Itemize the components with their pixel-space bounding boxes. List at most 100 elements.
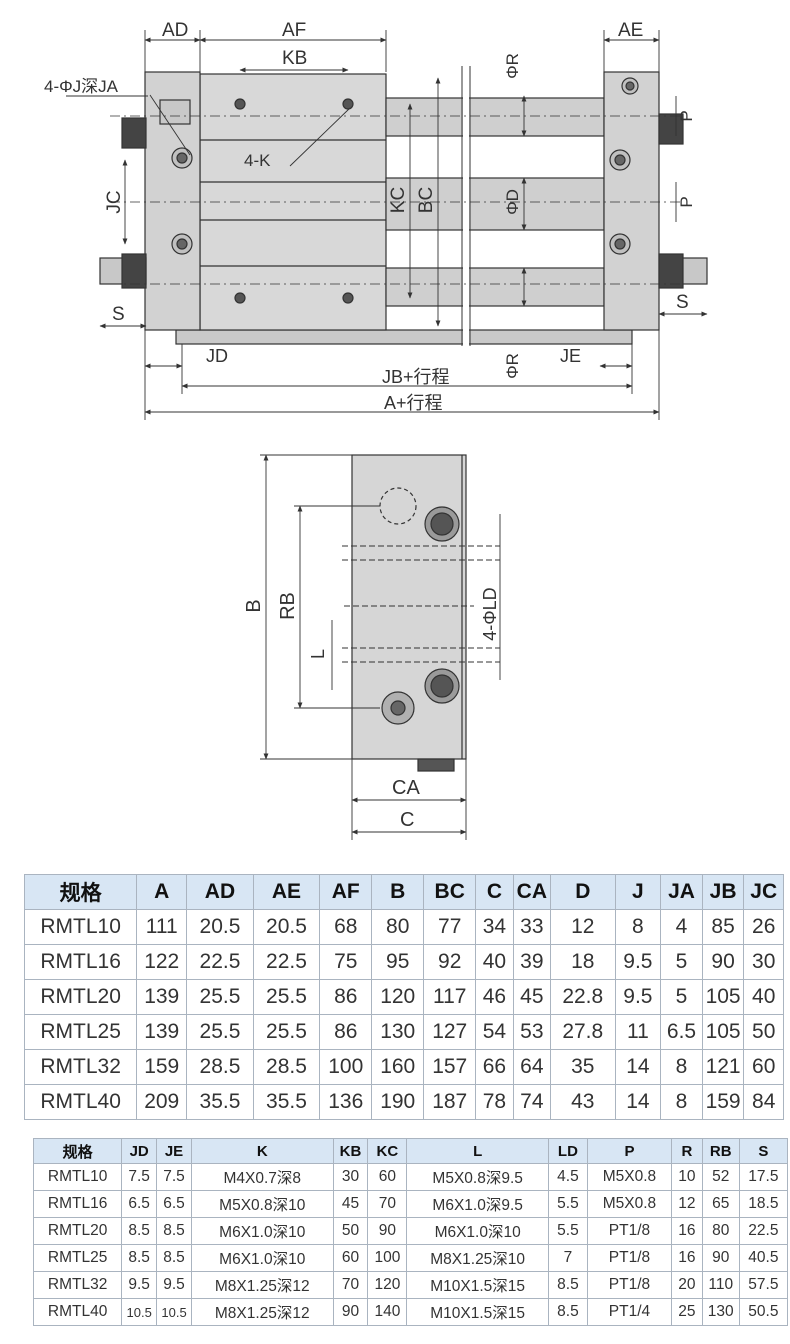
table-cell: 127	[423, 1014, 477, 1050]
model-cell: RMTL40	[23, 1084, 138, 1120]
model-cell: RMTL32	[23, 1049, 138, 1085]
table-cell: 5.5	[547, 1217, 588, 1245]
table1-header-cell: AE	[252, 874, 321, 910]
table-cell: 20	[671, 1271, 703, 1299]
base-rail	[175, 329, 633, 345]
table-cell: M8X1.25深10	[406, 1244, 549, 1272]
table-cell: 25.5	[252, 979, 321, 1015]
table-cell: 139	[136, 979, 188, 1015]
table1-header-cell: JA	[660, 874, 703, 910]
dim-b: B	[243, 599, 265, 612]
table-cell: 130	[701, 1298, 740, 1326]
table-cell: 70	[367, 1190, 408, 1218]
table1-header-cell: 规格	[23, 874, 138, 910]
dim-phi-d: ΦD	[503, 189, 522, 215]
table-cell: 17.5	[738, 1163, 789, 1191]
model-cell: RMTL16	[32, 1190, 123, 1218]
table-cell: 40.5	[738, 1244, 789, 1272]
table-cell: 14	[614, 1084, 662, 1120]
table-cell: 9.5	[156, 1271, 192, 1299]
table-cell: 57.5	[738, 1271, 789, 1299]
table-cell: 45	[512, 979, 552, 1015]
table2-header-cell: LD	[547, 1138, 588, 1164]
table-cell: 5.5	[547, 1190, 588, 1218]
table-cell: 18.5	[738, 1190, 789, 1218]
table-cell: M5X0.8深9.5	[406, 1163, 549, 1191]
model-cell: RMTL10	[32, 1163, 123, 1191]
table-cell: 139	[136, 1014, 188, 1050]
table1-header-cell: C	[475, 874, 514, 910]
dim-top-ae: AE	[618, 20, 643, 41]
callout-k: 4-K	[244, 151, 271, 170]
table-cell: 45	[332, 1190, 369, 1218]
table-cell: 136	[319, 1084, 373, 1120]
table-cell: 86	[319, 979, 373, 1015]
table-cell: 5	[660, 979, 703, 1015]
table-cell: 60	[367, 1163, 408, 1191]
table-cell: 68	[319, 909, 373, 945]
table-cell: M6X1.0深10	[190, 1244, 334, 1272]
dim-phi-r-top: ΦR	[503, 53, 522, 79]
table-cell: 100	[319, 1049, 373, 1085]
table-cell: 30	[743, 944, 784, 980]
table-cell: 10	[671, 1163, 703, 1191]
table-cell: 54	[475, 1014, 514, 1050]
table-cell: 111	[136, 909, 188, 945]
table-cell: 33	[512, 909, 552, 945]
dim-a-stroke: A+行程	[384, 393, 443, 413]
dim-jb-stroke: JB+行程	[382, 367, 450, 387]
table-cell: 40	[743, 979, 784, 1015]
table1-header-cell: AD	[186, 874, 254, 910]
table-cell: 7.5	[121, 1163, 158, 1191]
table2-header-cell: R	[671, 1138, 703, 1164]
dim-l: L	[308, 649, 328, 659]
table2-header-cell: 规格	[32, 1138, 123, 1164]
table2-header-cell: JE	[156, 1138, 192, 1164]
table-cell: 8.5	[121, 1217, 158, 1245]
table-cell: 27.8	[550, 1014, 616, 1050]
table-cell: 14	[614, 1049, 662, 1085]
table-cell: M5X0.8	[586, 1163, 673, 1191]
table-cell: 60	[332, 1244, 369, 1272]
table-cell: 64	[512, 1049, 552, 1085]
table-cell: 9.5	[614, 944, 662, 980]
model-cell: RMTL20	[32, 1217, 123, 1245]
table-cell: 159	[701, 1084, 745, 1120]
table-cell: 65	[701, 1190, 740, 1218]
table-cell: 10.5	[121, 1298, 158, 1326]
table-cell: 8.5	[156, 1217, 192, 1245]
table-cell: 39	[512, 944, 552, 980]
table-cell: 53	[512, 1014, 552, 1050]
dim-top-af: AF	[282, 20, 306, 41]
table-cell: 16	[671, 1217, 703, 1245]
table-cell: 190	[371, 1084, 425, 1120]
table-cell: 6.5	[121, 1190, 158, 1218]
table-cell: 66	[475, 1049, 514, 1085]
table-cell: 46	[475, 979, 514, 1015]
table-cell: 84	[743, 1084, 784, 1120]
table2-header-cell: KB	[332, 1138, 369, 1164]
table-cell: M10X1.5深15	[406, 1271, 549, 1299]
table-cell: M6X1.0深9.5	[406, 1190, 549, 1218]
table-cell: 20.5	[186, 909, 254, 945]
table-cell: 90	[367, 1217, 408, 1245]
model-cell: RMTL25	[23, 1014, 138, 1050]
table-cell: 50	[743, 1014, 784, 1050]
table-cell: 10.5	[156, 1298, 192, 1326]
top-view: AD AF KB AE 4-ΦJ深JA 4-K JC KC BC ΦR ΦD P…	[44, 20, 708, 420]
model-cell: RMTL20	[23, 979, 138, 1015]
right-end-plate	[603, 71, 660, 331]
table-cell: 11	[614, 1014, 662, 1050]
dim-kc: KC	[388, 187, 409, 213]
side-view: B RB L 4-ΦLD CA C	[243, 454, 501, 840]
dim-jd: JD	[206, 346, 228, 366]
table-cell: 120	[367, 1271, 408, 1299]
table-cell: 8.5	[547, 1271, 588, 1299]
table-cell: 8	[660, 1049, 703, 1085]
